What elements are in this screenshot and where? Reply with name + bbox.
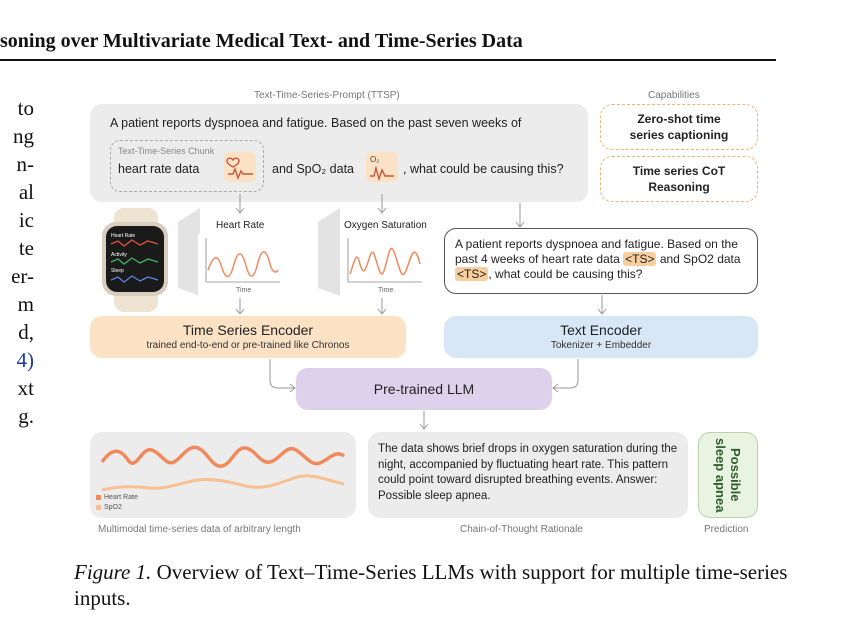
left-line: al	[18, 180, 34, 204]
heart-rate-data-text: heart rate data	[118, 162, 200, 176]
left-column-text: to ng n- al ic te er- m d, 4) xt g.	[0, 94, 34, 430]
smartwatch-image: Heart Rate Activity Sleep	[102, 208, 168, 312]
caption-label: Figure 1.	[74, 560, 152, 584]
ts-token-2: <TS>	[455, 267, 489, 281]
left-line: m	[17, 292, 34, 316]
hr-chart-title: Heart Rate	[216, 220, 265, 231]
legend-spo2-text: SpO2	[104, 504, 122, 511]
text-encoder-subtitle: Tokenizer + Embedder	[550, 340, 652, 351]
prediction-box	[698, 432, 758, 518]
tokenized-prompt-part1: A patient reports dyspnoea and fatigue. …	[455, 237, 738, 266]
o2-time-label: Time	[378, 287, 393, 294]
legend-swatch	[96, 504, 101, 510]
oxygen-icon: O₂	[366, 152, 398, 182]
left-line: g.	[18, 404, 34, 428]
prompt-tail-text: , what could be causing this?	[403, 162, 564, 176]
ts-encoder-title: Time Series Encoder	[182, 322, 314, 338]
cot-rationale-box: The data shows brief drops in oxygen sat…	[368, 432, 688, 518]
left-line: te	[18, 236, 34, 260]
prediction-label: Prediction	[704, 524, 749, 535]
capability-zero-shot-captioning: Zero-shot time series captioning	[600, 104, 758, 150]
capability-text: Zero-shot time series captioning	[629, 112, 729, 142]
left-line: d,	[18, 320, 34, 344]
left-line-citation-link[interactable]: 4)	[16, 348, 35, 372]
time-series-encoder-box: Time Series Encoder trained end-to-end o…	[90, 316, 406, 358]
capability-text: Time series CoT Reasoning	[632, 164, 726, 194]
ts-token-1: <TS>	[623, 252, 657, 266]
tokenized-prompt-box: A patient reports dyspnoea and fatigue. …	[444, 228, 758, 294]
text-encoder-title: Text Encoder	[560, 322, 642, 338]
multimodal-series	[100, 445, 346, 492]
caption-text: Overview of Text–Time-Series LLMs with s…	[74, 560, 788, 610]
watch-heart-rate: Heart Rate	[111, 233, 135, 239]
multimodal-label: Multimodal time-series data of arbitrary…	[98, 524, 301, 535]
o2-icon-label: O₂	[370, 155, 379, 164]
spo2-data-text: and SpO₂ data	[272, 162, 354, 176]
running-title: soning over Multivariate Medical Text- a…	[0, 30, 523, 52]
prediction-text-wrap: Possible sleep apnea	[698, 432, 758, 518]
ts-encoder-subtitle: trained end-to-end or pre-trained like C…	[146, 340, 350, 351]
left-line: n-	[16, 152, 35, 176]
watch-sleep: Sleep	[111, 268, 124, 274]
prompt-line1: A patient reports dyspnoea and fatigue. …	[110, 116, 522, 130]
capabilities-label: Capabilities	[648, 90, 700, 101]
text-time-series-chunk	[110, 140, 264, 192]
o2-chart: Time	[340, 234, 426, 296]
title-rule	[0, 59, 776, 61]
legend-heart-rate: Heart Rate	[96, 494, 138, 501]
heart-rate-icon	[224, 152, 256, 182]
figure-caption: Figure 1. Overview of Text–Time-Series L…	[74, 559, 794, 611]
legend-hr-text: Heart Rate	[104, 494, 138, 501]
legend-spo2: SpO2	[96, 504, 122, 511]
watch-activity: Activity	[111, 252, 127, 258]
tokenized-prompt-part3: , what could be causing this?	[488, 267, 643, 281]
pretrained-llm-box: Pre-trained LLM	[296, 368, 552, 410]
ttsp-label: Text-Time-Series-Prompt (TTSP)	[254, 90, 400, 101]
left-line: ic	[18, 208, 34, 232]
left-line: xt	[17, 376, 34, 400]
capability-cot-reasoning: Time series CoT Reasoning	[600, 156, 758, 202]
legend-swatch	[96, 494, 101, 500]
left-line: er-	[11, 264, 34, 288]
left-line: to	[17, 96, 34, 120]
hr-chart: Time	[198, 234, 284, 296]
text-encoder-box: Text Encoder Tokenizer + Embedder	[444, 316, 758, 358]
o2-chart-title: Oxygen Saturation	[344, 220, 427, 231]
left-line: ng	[13, 124, 34, 148]
ttsp-box	[90, 104, 588, 202]
prediction-text: Possible sleep apnea	[713, 437, 743, 513]
rationale-label: Chain-of-Thought Rationale	[460, 524, 583, 535]
tokenized-prompt-part2: and SpO2 data	[659, 252, 741, 266]
multimodal-data-box	[90, 432, 356, 518]
hr-time-label: Time	[236, 287, 251, 294]
chunk-label: Text-Time-Series Chunk	[118, 146, 215, 156]
